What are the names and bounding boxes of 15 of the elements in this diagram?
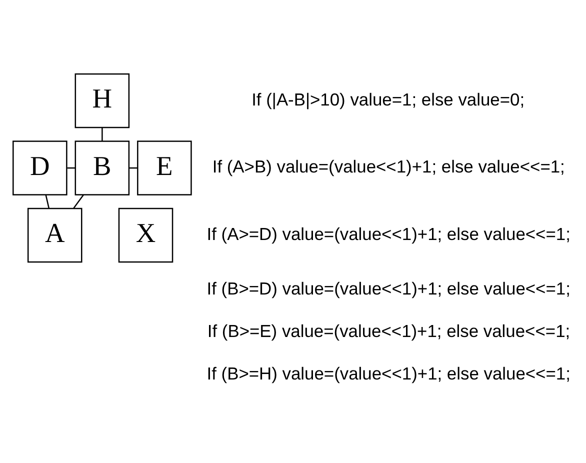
connector: [73, 194, 84, 209]
label: If (|A-B|>10) value=1; else value=0;: [252, 89, 525, 110]
connector: [45, 194, 50, 208]
node-box: E: [137, 140, 192, 196]
node-box: D: [12, 140, 68, 196]
node-box: X: [118, 208, 174, 263]
node-box: A: [27, 208, 82, 263]
label: If (B>=D) value=(value<<1)+1; else value<<=1;: [206, 278, 570, 299]
node-box: B: [74, 140, 130, 196]
label: If (B>=H) value=(value<<1)+1; else value<<=1;: [206, 363, 570, 384]
node-box: H: [74, 73, 130, 128]
label: If (A>=D) value=(value<<1)+1; else value<<=1;: [206, 224, 570, 244]
label: If (A>B) value=(value<<1)+1; else value<<=1;: [212, 156, 565, 177]
label: If (B>=E) value=(value<<1)+1; else value<<=1;: [207, 320, 570, 341]
connector: [102, 128, 103, 141]
